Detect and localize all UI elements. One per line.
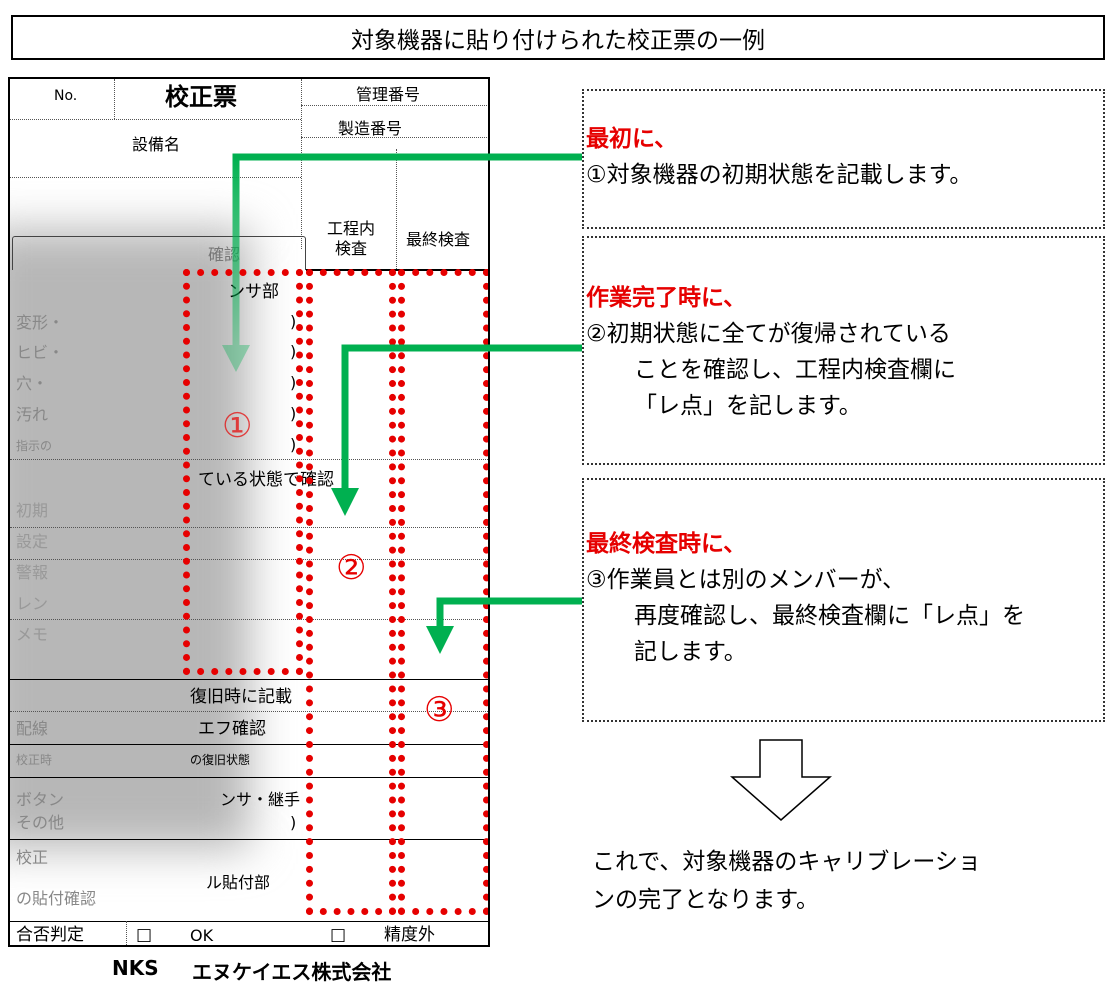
step2-text: ②初期状態に全てが復帰されている — [586, 321, 951, 347]
down-arrow-icon — [730, 739, 832, 821]
button-label: ボタン — [16, 790, 65, 809]
confirm-section-label: 確認 — [208, 245, 241, 264]
judgment-label: 合否判定 — [16, 925, 84, 945]
leak-check-label: エフ確認 — [198, 719, 266, 739]
restore-label: 復旧時に記載 — [190, 687, 292, 707]
step3-text: 再度確認し、最終検査欄に「レ点」を — [634, 603, 1025, 629]
paren: ) — [290, 312, 297, 331]
step3-text: 記します。 — [634, 639, 747, 665]
step3-heading: 最終検査時に、 — [586, 531, 747, 557]
restore-state-label: の復旧状態 — [190, 753, 251, 767]
step2-box: 作業完了時に、 ②初期状態に全てが復帰されている ことを確認し、工程内検査欄に … — [582, 236, 1105, 465]
blurred-area — [10, 229, 250, 849]
label-row-label: 校正 — [16, 848, 49, 867]
step1-text: ①対象機器の初期状態を記載します。 — [586, 162, 973, 188]
sensor-label: ンサ部 — [228, 282, 279, 302]
equipment-name-label: 設備名 — [132, 135, 181, 154]
paren: ) — [290, 342, 297, 361]
row-label: 穴・ — [16, 374, 49, 393]
column-inprocess-header: 工程内検査 — [326, 219, 375, 258]
setting-label: メモ — [16, 625, 49, 644]
sensor-joint-label: ンサ・継手 — [220, 790, 301, 809]
ok-label: OK — [190, 926, 214, 945]
row-label: ヒビ・ — [16, 343, 65, 362]
paren: ) — [290, 813, 297, 832]
arrow-step3 — [426, 597, 582, 654]
other-label: その他 — [16, 813, 65, 832]
setting-label: 初期 — [16, 501, 49, 520]
paren: ) — [290, 435, 297, 454]
step1-heading: 最初に、 — [586, 126, 678, 152]
arrow-step2 — [331, 344, 582, 516]
label-cutout — [12, 236, 306, 270]
step3-box: 最終検査時に、 ③作業員とは別のメンバーが、 再度確認し、最終検査欄に「レ点」を… — [582, 478, 1105, 722]
control-number-label: 管理番号 — [356, 85, 421, 104]
step3-text: ③作業員とは別のメンバーが、 — [586, 567, 906, 593]
marker-3: ③ — [424, 690, 455, 730]
step2-text: 「レ点」を記します。 — [634, 393, 862, 419]
paren: ) — [290, 404, 297, 423]
highlight-initial-state — [183, 269, 303, 675]
setting-label: 設定 — [16, 532, 49, 551]
out-of-tolerance-label: 精度外 — [384, 925, 435, 945]
calib-label: 校正時 — [16, 753, 53, 767]
no-label: No. — [54, 88, 78, 104]
calibration-tag: No. 校正票 管理番号 製造番号 設備名 工程内検査 最終検査 確認 ンサ部 … — [8, 77, 490, 947]
highlight-final-column — [398, 269, 488, 915]
company-name: エヌケイエス株式会社 — [192, 960, 392, 984]
conclusion-text: これで、対象機器のキャリブレーショ ンの完了となります。 — [592, 849, 981, 913]
highlight-inprocess-column — [306, 269, 396, 915]
marker-1: ① — [222, 406, 253, 446]
step2-heading: 作業完了時に、 — [586, 285, 747, 311]
arrow-step1 — [222, 153, 582, 372]
row-label: 指示の — [16, 439, 53, 453]
setting-label: レン — [16, 594, 49, 613]
step1-box: 最初に、 ①対象機器の初期状態を記載します。 — [582, 89, 1105, 229]
company-abbr: NKS — [112, 956, 159, 980]
column-final-header: 最終検査 — [406, 230, 471, 249]
ok-checkbox[interactable]: □ — [136, 925, 153, 945]
label-part-label: ル貼付部 — [206, 873, 271, 892]
paren: ) — [290, 373, 297, 392]
marker-2: ② — [336, 548, 367, 588]
row-label: 変形・ — [16, 313, 65, 332]
step2-text: ことを確認し、工程内検査欄に — [634, 357, 956, 383]
tag-title: 校正票 — [165, 83, 237, 111]
wiring-label: 配線 — [16, 719, 49, 738]
out-of-tolerance-checkbox[interactable]: □ — [330, 925, 347, 945]
row-label: 汚れ — [16, 405, 49, 424]
attach-confirm-label: の貼付確認 — [16, 889, 97, 908]
setting-label: 警報 — [16, 563, 49, 582]
page-title: 対象機器に貼り付けられた校正票の一例 — [11, 15, 1105, 60]
serial-number-label: 製造番号 — [338, 119, 403, 138]
